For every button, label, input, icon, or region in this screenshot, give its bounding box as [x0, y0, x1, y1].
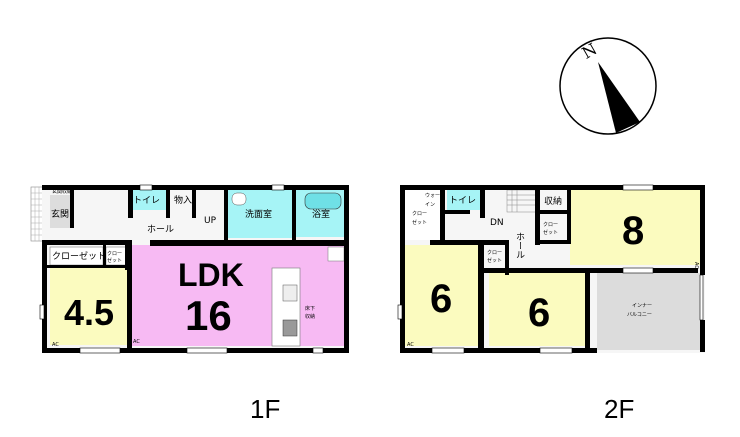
toilet-1f [132, 190, 166, 210]
inner-balcony-label-2: バルコニー [627, 312, 652, 318]
stove-icon [282, 319, 298, 337]
entrance-porch-tiles [30, 186, 44, 242]
floor-1: 玄関収納 玄関 トイレ 物入 UP ホール 洗面室 浴室 クローゼット クロー … [30, 184, 349, 424]
storage-2f-label: 収納 [544, 195, 562, 207]
underfloor-storage-label-2: 収納 [305, 313, 315, 320]
stairs-up-label: UP [204, 216, 217, 226]
ac-1f-2: AC [133, 339, 140, 345]
wic-label-1: ウォーク [425, 192, 445, 199]
stairs-down-label: DN [490, 218, 504, 228]
floor-2-label: 2F [604, 394, 634, 424]
washroom-label: 洗面室 [245, 208, 272, 220]
room-8 [570, 190, 700, 265]
floor-2: ウォーク イン クロー ゼット トイレ DN ホール 収納 クロー ゼット クロ… [397, 184, 705, 424]
ac-2f-1: AC [407, 342, 414, 348]
room-6-left-size: 6 [430, 277, 452, 321]
underfloor-storage-label-1: 床下 [305, 305, 315, 312]
ldk-size: 16 [185, 292, 232, 339]
floor-1-label: 1F [250, 394, 280, 424]
hall-1f-label: ホール [147, 224, 174, 235]
room-4-5-size: 4.5 [64, 292, 114, 333]
walk-in-closet [405, 188, 441, 240]
wic-label-3: クロー [412, 211, 427, 217]
closet-2f-b-label-2: ゼット [487, 257, 502, 264]
room-8-size: 8 [622, 209, 644, 253]
room-4-5 [50, 265, 128, 345]
entrance-storage-label: 玄関収納 [52, 188, 72, 195]
bathtub-icon [304, 192, 342, 210]
ac-2f-2: AC [693, 262, 699, 269]
walls-2f [400, 185, 705, 353]
room-6-middle-size: 6 [528, 291, 550, 335]
ldk-room [132, 245, 346, 346]
fridge-space [327, 246, 345, 262]
room-6-left [405, 245, 478, 346]
closet-2f-a-label-1: クロー [543, 222, 558, 228]
bathroom-label: 浴室 [312, 208, 330, 220]
toilet-2f [447, 190, 480, 210]
compass-needle-icon [598, 62, 640, 133]
kitchen-sink-icon [282, 284, 298, 302]
room-6-middle [489, 273, 585, 346]
inner-balcony [597, 273, 700, 350]
wic-label-2: イン [425, 202, 435, 208]
closet-1f-b-label-1: クロー [107, 251, 122, 257]
ac-2f-3: AC [583, 276, 589, 283]
sink-icon [231, 192, 247, 206]
ldk-label: LDK [178, 257, 244, 293]
ac-1f-1: AC [52, 342, 59, 348]
inner-balcony-label-1: インナー [632, 303, 652, 309]
closet-1f-a-label: クローゼット [52, 250, 106, 262]
storage-1f-label: 物入 [174, 194, 192, 206]
closet-2f-a-label-2: ゼット [543, 229, 558, 236]
entrance-label: 玄関 [51, 208, 69, 220]
toilet-1f-label: トイレ [133, 196, 160, 206]
compass: N [559, 37, 657, 135]
entrance-floor [50, 195, 70, 228]
closet-2f-b-label-1: クロー [487, 250, 502, 256]
wic-label-4: ゼット [412, 219, 427, 226]
closet-1f-b-label-2: ゼット [107, 257, 122, 264]
toilet-2f-label: トイレ [449, 196, 476, 206]
hall-2f-label: ホール [514, 232, 525, 259]
